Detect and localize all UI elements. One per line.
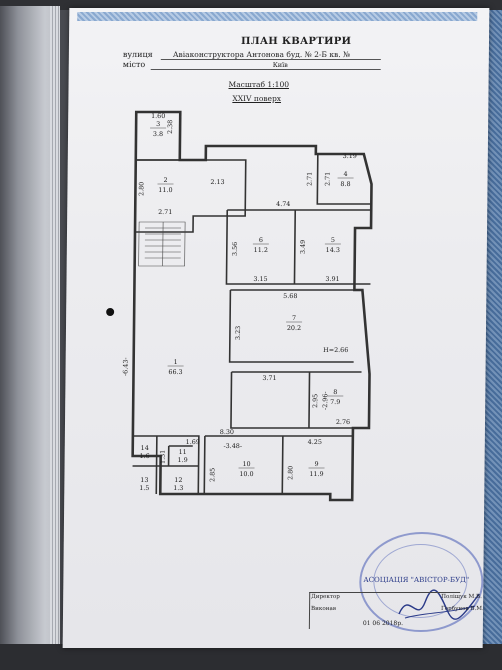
room-5-6-walls bbox=[225, 209, 372, 285]
room-10-area: 10.0 bbox=[239, 470, 253, 478]
dim-2-71-b: 2.71 bbox=[305, 172, 313, 186]
dim-3-48: -3.48- bbox=[223, 442, 242, 450]
room-11-area: 1.9 bbox=[177, 456, 187, 464]
room-11-number: 11 bbox=[179, 448, 187, 456]
room-2-number: 2 bbox=[163, 176, 167, 184]
room-1-area: 66.3 bbox=[168, 368, 182, 376]
dim-4-25: 4.25 bbox=[308, 438, 322, 446]
room-7-area: 20.2 bbox=[287, 324, 301, 332]
floor-plan-drawing: 3 3.8 2 11.0 4 8.8 6 11.2 5 14.3 7 20.2 … bbox=[106, 110, 373, 502]
dim-2-96: -2.96- bbox=[321, 391, 329, 410]
street-underline bbox=[160, 59, 381, 60]
room-12-area: 1.3 bbox=[173, 484, 183, 492]
room-5-area: 14.3 bbox=[326, 246, 340, 254]
scale-label: Масштаб 1:100 bbox=[228, 80, 290, 89]
dim-4-74: 4.74 bbox=[276, 200, 290, 208]
room-8-wall bbox=[230, 371, 362, 429]
dim-3-56: 3.56 bbox=[231, 242, 239, 256]
room-9-area: 11.9 bbox=[309, 470, 323, 478]
room-9-number: 9 bbox=[314, 460, 318, 468]
room-13-number: 13 bbox=[140, 476, 148, 484]
dim-3-91: 3.91 bbox=[325, 275, 339, 283]
association-name: АСОЦІАЦІЯ "АВІСТОР-БУД" bbox=[363, 576, 470, 584]
binder-page-edges bbox=[0, 6, 60, 670]
room-14-area: 1.6 bbox=[140, 452, 150, 460]
dim-6-43: -6.43- bbox=[121, 357, 129, 376]
room-12-number: 12 bbox=[174, 476, 182, 484]
room-4-number: 4 bbox=[344, 170, 348, 178]
street-label: вулиця bbox=[122, 50, 153, 59]
performer-label: Виконав bbox=[311, 606, 337, 612]
staircase bbox=[138, 221, 186, 267]
area-divider-lines bbox=[150, 127, 354, 469]
room-7-wall bbox=[228, 289, 355, 363]
director-label: Директор bbox=[311, 594, 340, 600]
dim-2-80: 2.80 bbox=[137, 182, 145, 196]
dim-1-31: 1.31 bbox=[159, 450, 167, 464]
room-2-wall bbox=[134, 159, 247, 233]
dim-3-49: 3.49 bbox=[299, 240, 307, 254]
room-4-wall bbox=[316, 154, 372, 205]
dim-3-23: 3.23 bbox=[234, 326, 242, 340]
dim-3-19: 3.19 bbox=[343, 152, 357, 160]
dim-2-71-c: 2.71 bbox=[323, 172, 331, 186]
dim-2-85: 2.85 bbox=[208, 468, 216, 482]
room-6-area: 11.2 bbox=[254, 246, 268, 254]
floor-label: XXIV поверх bbox=[232, 94, 282, 103]
outer-wall bbox=[131, 110, 373, 502]
room-2-area: 11.0 bbox=[158, 186, 172, 194]
street-value: Авіаконструктора Антонова буд. № 2-Б кв.… bbox=[172, 50, 351, 59]
photo-top-edge bbox=[0, 0, 502, 10]
dim-2-38: 2.38 bbox=[166, 120, 174, 134]
room-3-area: 3.8 bbox=[153, 130, 163, 138]
room-8-number: 8 bbox=[333, 388, 337, 396]
city-value: Київ bbox=[272, 61, 288, 69]
dim-3-15: 3.15 bbox=[253, 275, 267, 283]
dim-2-95: 2.95 bbox=[311, 394, 319, 408]
room-5-number: 5 bbox=[331, 236, 335, 244]
city-label: місто bbox=[122, 60, 146, 69]
room-6-number: 6 bbox=[259, 236, 263, 244]
dim-1-60: 1.60 bbox=[151, 112, 165, 120]
small-rooms-walls bbox=[132, 435, 200, 494]
room-8-area: 7.9 bbox=[330, 398, 340, 406]
dim-1-69: 1.69 bbox=[186, 438, 200, 446]
photo-bottom-edge bbox=[0, 644, 502, 670]
performer-name: Горбунов В.М. bbox=[441, 606, 484, 612]
page-title: ПЛАН КВАРТИРИ bbox=[240, 36, 352, 47]
dim-5-68: 5.68 bbox=[283, 292, 297, 300]
room-7-number: 7 bbox=[292, 314, 296, 322]
room-1-number: 1 bbox=[174, 358, 178, 366]
room-9-10-walls bbox=[203, 435, 353, 494]
dim-2-80-b: 2.80 bbox=[286, 466, 294, 480]
room-13-area: 1.5 bbox=[139, 484, 149, 492]
dim-2-13: 2.13 bbox=[210, 178, 224, 186]
dim-2-71-a: 2.71 bbox=[158, 208, 172, 216]
ceiling-height: H=2.66 bbox=[323, 346, 348, 354]
dim-8-30: 8.30 bbox=[220, 428, 234, 436]
sheet-top-border bbox=[77, 12, 478, 21]
city-underline bbox=[150, 69, 381, 70]
signature bbox=[398, 589, 480, 620]
dim-3-71: 3.71 bbox=[262, 374, 276, 382]
floor-plan-sheet: ПЛАН КВАРТИРИ вулиця Авіаконструктора Ан… bbox=[62, 8, 490, 648]
director-name: Поліщук М.В. bbox=[441, 594, 482, 600]
stair-steps bbox=[144, 222, 182, 266]
document-date: 01 06 2018р. bbox=[362, 620, 404, 627]
entrance-marker bbox=[106, 308, 115, 316]
dim-2-76: 2.76 bbox=[336, 418, 350, 426]
room-14-number: 14 bbox=[141, 444, 149, 452]
room-4-area: 8.8 bbox=[340, 180, 350, 188]
room-3-number: 3 bbox=[156, 120, 160, 128]
room-10-number: 10 bbox=[242, 460, 250, 468]
